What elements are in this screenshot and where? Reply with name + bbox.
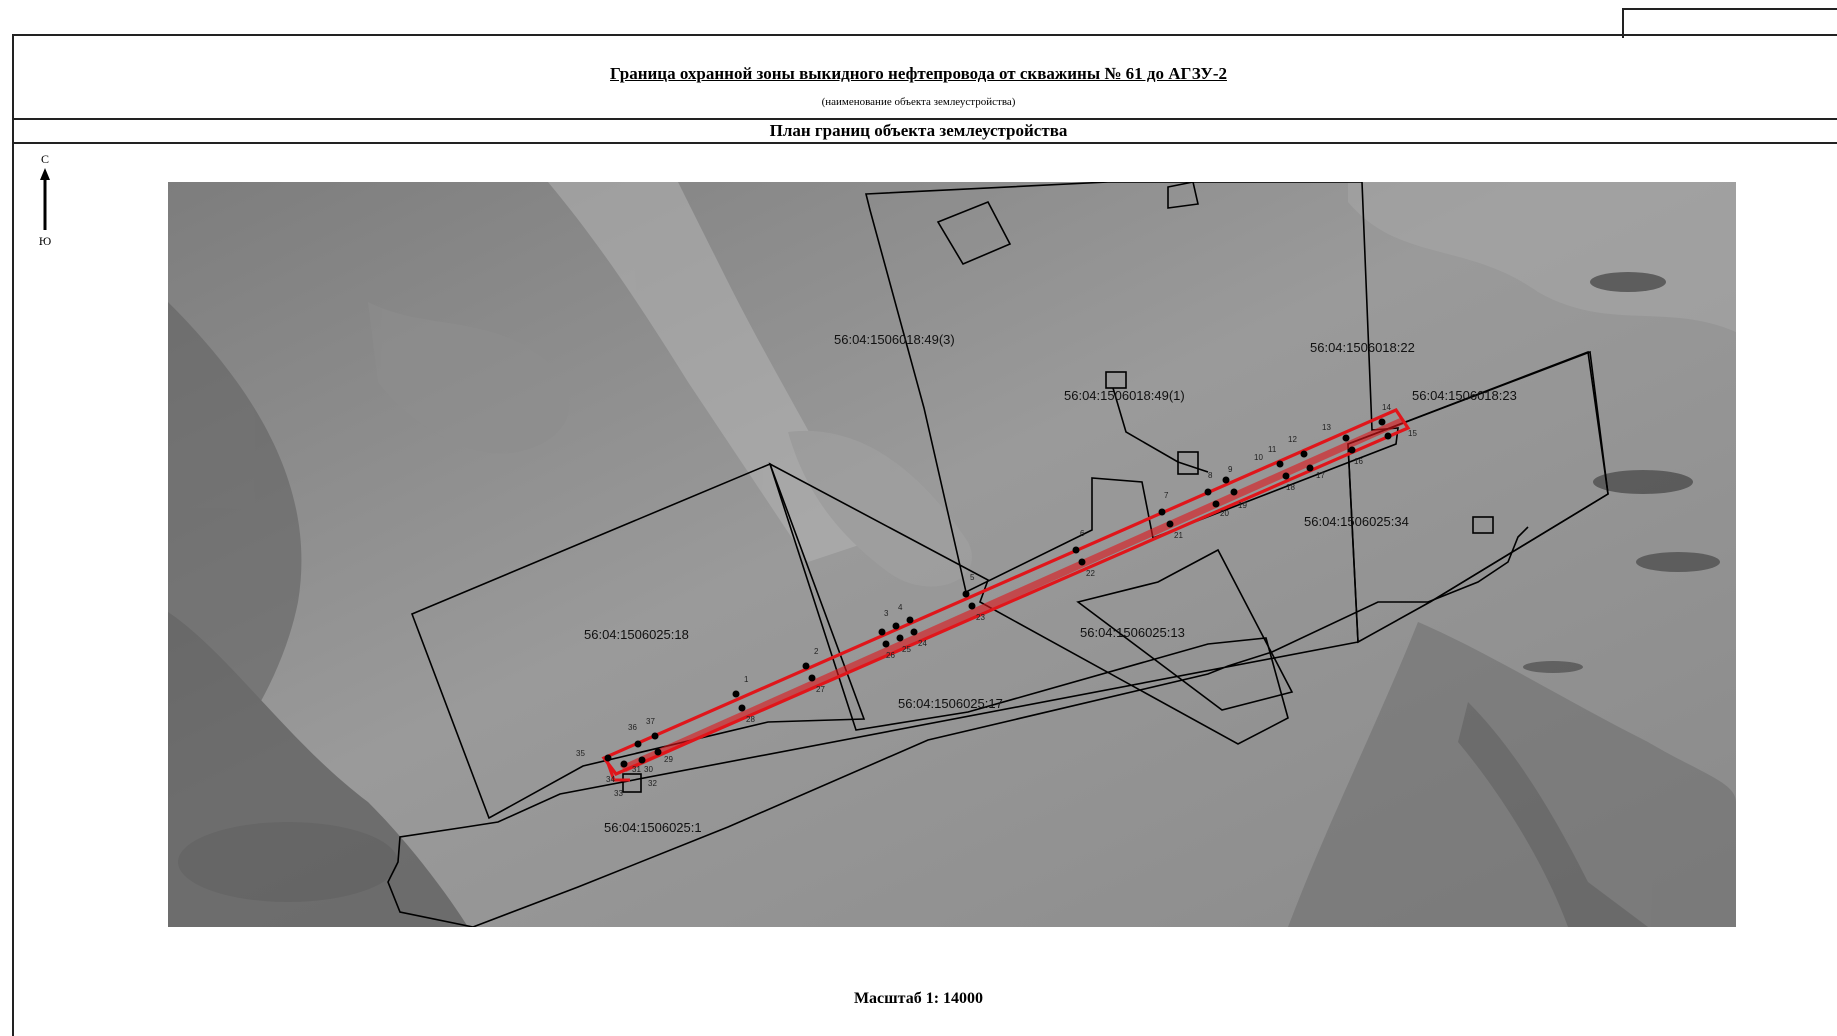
point-label-4: 4: [898, 603, 903, 612]
south-label: Ю: [38, 234, 52, 248]
pipeline-protection-zone[interactable]: [601, 407, 1411, 782]
parcel-label-49-3[interactable]: 56:04:1506018:49(3): [834, 332, 955, 347]
agzu-site-box: [1177, 451, 1199, 475]
point-label-30: 30: [644, 765, 653, 774]
parcel-boundary-1[interactable]: [387, 350, 1609, 927]
parcel-label-23[interactable]: 56:04:1506018:23: [1412, 388, 1517, 403]
road-line: [1427, 526, 1529, 603]
pipeline-axis: [620, 418, 1404, 772]
plan-divider: [12, 142, 1837, 144]
parcel-label-1[interactable]: 56:04:1506025:1: [604, 820, 702, 835]
point-label-34: 34: [606, 775, 615, 784]
north-arrow-icon: [40, 168, 50, 230]
parcel-label-22[interactable]: 56:04:1506018:22: [1310, 340, 1415, 355]
parcel-label-34[interactable]: 56:04:1506025:34: [1304, 514, 1409, 529]
point-label-33: 33: [614, 789, 623, 798]
map-canvas: 1 2 3 4 5 6 7 8 9 10 11 12 13 14 15 16 1…: [168, 182, 1736, 927]
parcel-label-13[interactable]: 56:04:1506025:13: [1080, 625, 1185, 640]
small-plot-box: [1472, 516, 1494, 534]
point-label-11: 11: [1268, 445, 1277, 454]
zone-tail: [604, 757, 630, 782]
structure-box: [1167, 182, 1199, 209]
point-label-26: 26: [886, 651, 895, 660]
point-label-18: 18: [1286, 483, 1295, 492]
point-label-31: 31: [632, 765, 641, 774]
point-label-22: 22: [1086, 569, 1095, 578]
point-label-29: 29: [664, 755, 673, 764]
corner-stamp-box: [1622, 8, 1837, 38]
parcel-boundaries: [387, 182, 1609, 927]
point-label-28: 28: [746, 715, 755, 724]
point-label-14: 14: [1382, 403, 1391, 412]
header-divider: [12, 118, 1837, 120]
parcel-boundary-49-3[interactable]: [864, 182, 1399, 594]
point-label-20: 20: [1220, 509, 1229, 518]
point-label-1: 1: [744, 675, 749, 684]
parcel-label-18[interactable]: 56:04:1506025:18: [584, 627, 689, 642]
point-label-5: 5: [970, 573, 975, 582]
point-label-17: 17: [1316, 471, 1325, 480]
document-frame: [12, 34, 1837, 1036]
point-label-15: 15: [1408, 429, 1417, 438]
protection-zone-outline: [601, 407, 1411, 776]
well-site-box: [1105, 371, 1127, 389]
point-label-13: 13: [1322, 423, 1331, 432]
point-label-24: 24: [918, 639, 927, 648]
boundary-points: [604, 418, 1392, 768]
satellite-map[interactable]: 1 2 3 4 5 6 7 8 9 10 11 12 13 14 15 16 1…: [168, 182, 1736, 927]
parcel-label-17[interactable]: 56:04:1506025:17: [898, 696, 1003, 711]
service-road: [1112, 387, 1209, 473]
point-label-16: 16: [1354, 457, 1363, 466]
point-label-23: 23: [976, 613, 985, 622]
point-label-25: 25: [902, 645, 911, 654]
document-title: Граница охранной зоны выкидного нефтепро…: [610, 64, 1227, 83]
point-label-35: 35: [576, 749, 585, 758]
parcel-boundary-13[interactable]: [1076, 548, 1294, 711]
parcel-labels: 56:04:1506018:49(3) 56:04:1506018:22 56:…: [584, 332, 1517, 835]
point-label-3: 3: [884, 609, 889, 618]
point-label-27: 27: [816, 685, 825, 694]
point-label-36: 36: [628, 723, 637, 732]
parcel-boundary-17[interactable]: [768, 462, 1289, 745]
north-label: С: [40, 152, 49, 166]
parcel-label-49-1[interactable]: 56:04:1506018:49(1): [1064, 388, 1185, 403]
point-label-21: 21: [1174, 531, 1183, 540]
point-number-labels: 1 2 3 4 5 6 7 8 9 10 11 12 13 14 15 16 1…: [576, 403, 1417, 798]
plan-title: План границ объекта землеустройства: [769, 121, 1068, 140]
point-label-10: 10: [1254, 453, 1263, 462]
point-label-37: 37: [646, 717, 655, 726]
point-label-19: 19: [1238, 501, 1247, 510]
structure-box-2: [936, 200, 1012, 266]
point-label-8: 8: [1208, 471, 1213, 480]
point-label-9: 9: [1228, 465, 1233, 474]
map-scale: Масштаб 1: 14000: [853, 990, 984, 1007]
point-label-2: 2: [814, 647, 819, 656]
document-subtitle: (наименование объекта землеустройства): [821, 96, 1016, 108]
point-label-32: 32: [648, 779, 657, 788]
point-label-7: 7: [1164, 491, 1169, 500]
well-61-box: [622, 773, 642, 793]
point-label-6: 6: [1080, 529, 1085, 538]
point-label-12: 12: [1288, 435, 1297, 444]
north-arrow: С Ю: [38, 152, 52, 250]
terrain-texture: [168, 182, 1736, 927]
